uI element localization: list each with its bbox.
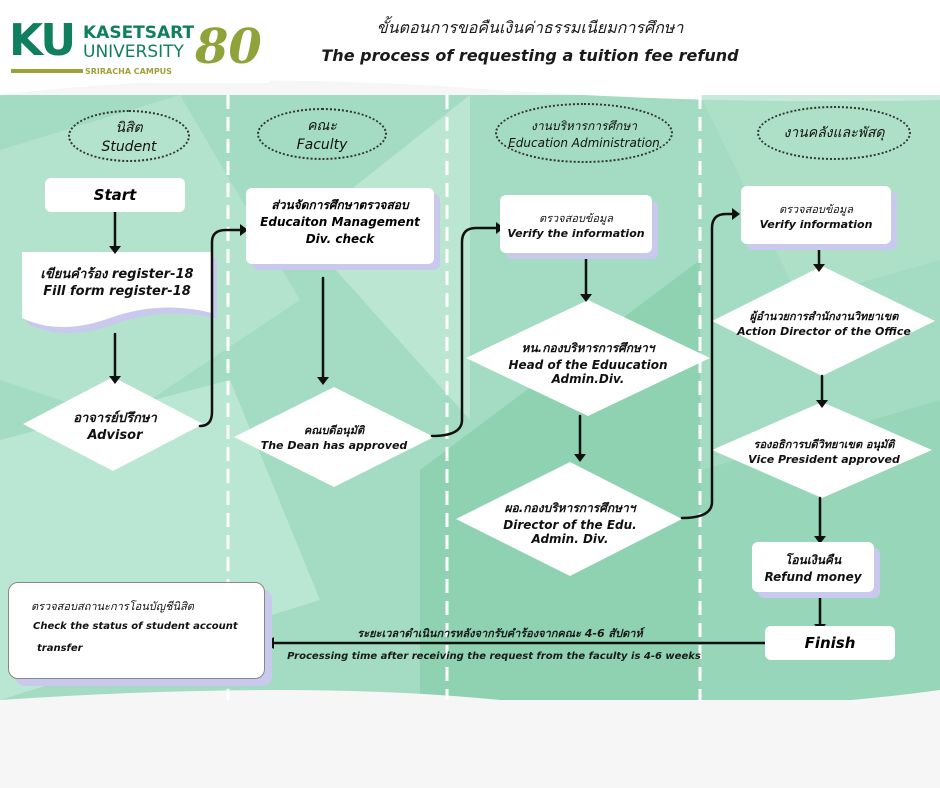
status-en-2: transfer — [37, 643, 83, 654]
processing-time-en: Processing time after receiving the requ… — [287, 651, 701, 662]
processing-time-th: ระยะเวลาดำเนินการหลังจากรับคำร้องจากคณะ … — [357, 627, 643, 640]
register-th: เขียนคำร้อง register-18 — [40, 267, 194, 282]
lane-header-education-admin: งานบริหารการศึกษา Education Administrati… — [495, 103, 673, 163]
director-text: ผอ.กองบริหารการศึกษาฯ Director of the Ed… — [484, 496, 656, 548]
director-th: ผอ.กองบริหารการศึกษาฯ — [504, 500, 636, 515]
verify1-th: ตรวจสอบข้อมูล — [538, 211, 614, 225]
start-node: Start — [45, 178, 185, 212]
head-diamond — [466, 300, 710, 416]
finish-node: Finish — [765, 626, 895, 660]
logo-mark: KU — [9, 15, 76, 66]
register-document — [22, 252, 212, 327]
status-th: ตรวจสอบสถานะการโอนบัญชีนิสิต — [31, 600, 194, 613]
vp-th: รองอธิการบดีวิทยาเขต อนุมัติ — [753, 437, 895, 451]
verify1-en: Verify the information — [507, 226, 645, 240]
finish-label: Finish — [804, 634, 856, 652]
lane-header-faculty: คณะ Faculty — [257, 108, 387, 160]
lane-education-en: Education Administration — [508, 135, 660, 150]
advisor-th: อาจารย์ปรึกษา — [73, 411, 157, 426]
logo-name-1: KASETSART — [83, 23, 195, 43]
university-logo: KU KASETSART UNIVERSITY SRIRACHA CAMPUS … — [3, 5, 269, 83]
refund-th: โอนเงินคืน — [784, 552, 842, 567]
action-director-th: ผู้อำนวยการสำนักงานวิทยาเขต — [749, 309, 899, 323]
lane-student-th: นิสิต — [115, 120, 143, 136]
refund-en: Refund money — [764, 569, 862, 584]
status-check-node: ตรวจสอบสถานะการโอนบัญชีนิสิต Check the s… — [8, 582, 265, 679]
vp-text: รองอธิการบดีวิทยาเขต อนุมัติ Vice Presid… — [736, 434, 912, 466]
lane-finance-th: งานคลังและพัสดุ — [783, 125, 885, 141]
logo-anniversary-number: 80 — [195, 19, 262, 75]
verify2-en: Verify information — [759, 217, 873, 231]
status-en-1: Check the status of student account — [33, 621, 238, 632]
action-director-diamond — [712, 266, 935, 376]
dean-en: The Dean has approved — [260, 438, 408, 452]
director-diamond — [456, 462, 682, 576]
head-text: หน.กองบริหารการศึกษาฯ Head of the Eduuca… — [496, 336, 680, 388]
lane-header-finance: งานคลังและพัสดุ — [757, 106, 911, 160]
lane-faculty-th: คณะ — [307, 118, 337, 134]
director-en-1: Director of the Edu. — [503, 517, 637, 532]
lane-education-th: งานบริหารการศึกษา — [531, 118, 637, 133]
edu-check-en: Educaiton Management Div. check — [260, 215, 420, 246]
advisor-en: Advisor — [87, 428, 143, 443]
head-th: หน.กองบริหารการศึกษาฯ — [521, 340, 655, 355]
dean-diamond — [234, 387, 434, 487]
start-label: Start — [93, 186, 137, 204]
head-en-2: Admin.Div. — [551, 371, 625, 386]
dean-text: คณบดีอนุมัติ The Dean has approved — [254, 418, 414, 454]
title-thai: ขั้นตอนการขอคืนเงินค่าธรรมเนียมการศึกษา — [376, 18, 684, 37]
action-director-text: ผู้อำนวยการสำนักงานวิทยาเขต Action Direc… — [736, 306, 912, 338]
lane-faculty-en: Faculty — [296, 137, 348, 153]
verify-info-node: ตรวจสอบข้อมูล Verify the information — [500, 195, 652, 253]
vp-diamond — [712, 402, 932, 498]
verify-information-node: ตรวจสอบข้อมูล Verify information — [741, 186, 891, 244]
action-director-en: Action Director of the Office — [737, 324, 911, 338]
register-text: เขียนคำร้อง register-18 Fill form regist… — [24, 258, 210, 304]
advisor-diamond — [23, 377, 203, 471]
director-en-2: Admin. Div. — [531, 531, 609, 546]
register-en: Fill form register-18 — [43, 284, 191, 299]
head-en-1: Head of the Eduucation — [508, 357, 668, 372]
title-english: The process of requesting a tuition fee … — [321, 46, 739, 65]
lane-student-en: Student — [101, 139, 157, 155]
logo-name-2: UNIVERSITY — [83, 42, 184, 62]
dean-th: คณบดีอนุมัติ — [303, 423, 365, 437]
refund-node: โอนเงินคืน Refund money — [752, 542, 874, 592]
advisor-text: อาจารย์ปรึกษา Advisor — [40, 405, 190, 445]
edu-check-th: ส่วนจัดการศึกษาตรวจสอบ — [271, 198, 409, 212]
edu-check-node: ส่วนจัดการศึกษาตรวจสอบ Educaiton Managem… — [246, 188, 434, 264]
verify2-th: ตรวจสอบข้อมูล — [778, 202, 854, 216]
lane-header-student: นิสิต Student — [68, 110, 190, 162]
vp-en: Vice President approved — [748, 452, 900, 466]
logo-campus: SRIRACHA CAMPUS — [83, 67, 174, 76]
